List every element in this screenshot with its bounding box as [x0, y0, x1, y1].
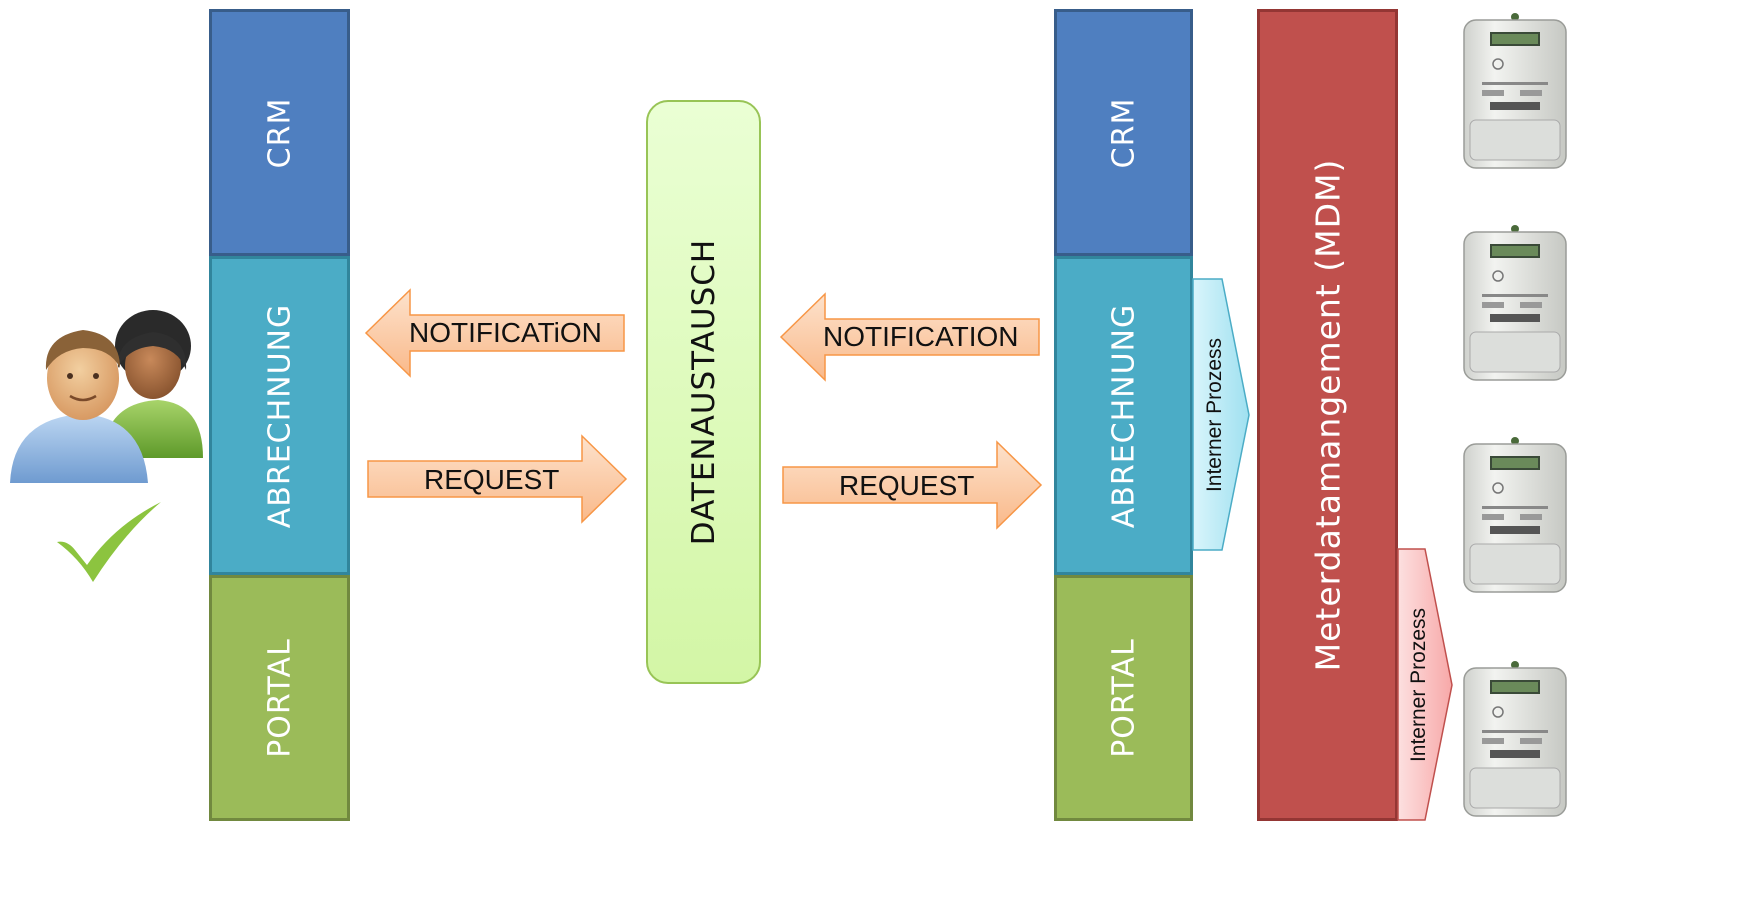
right-notification-arrow [779, 292, 1040, 382]
left-notification-arrow [364, 288, 625, 378]
internal-process-box-1: Interner Prozess [1192, 278, 1238, 552]
data-exchange-label: DATENAUSTAUSCH [685, 238, 722, 546]
mdm-block: Meterdatamangement (MDM) [1257, 9, 1398, 821]
electricity-meter-icon [1463, 13, 1567, 169]
electricity-meter-icon [1463, 225, 1567, 381]
left-crm-label: CRM [262, 97, 297, 168]
right-portal-block: PORTAL [1054, 575, 1193, 821]
left-portal-label: PORTAL [262, 638, 297, 758]
right-portal-label: PORTAL [1106, 638, 1141, 758]
mdm-label: Meterdatamangement (MDM) [1308, 158, 1347, 672]
left-request-label: REQUEST [424, 464, 560, 495]
data-exchange-box: DATENAUSTAUSCH [646, 100, 761, 684]
left-billing-block: ABRECHNUNG [209, 256, 350, 575]
electricity-meter-icon [1463, 661, 1567, 817]
internal-process-arrow-2 [1397, 548, 1453, 821]
right-crm-block: CRM [1054, 9, 1193, 256]
right-notification-label: NOTIFICATION [823, 321, 1019, 352]
left-request-arrow [367, 434, 628, 524]
internal-process-box-2: Interner Prozess [1397, 548, 1441, 822]
checkmark-icon [57, 502, 161, 582]
left-notification-label: NOTIFICATiON [409, 317, 602, 348]
internal-process-arrow-1 [1192, 278, 1250, 551]
electricity-meter-icon [1463, 437, 1567, 593]
left-billing-label: ABRECHNUNG [262, 303, 297, 528]
left-crm-block: CRM [209, 9, 350, 256]
internal-process-label-1: Interner Prozess [1203, 337, 1226, 493]
right-billing-label: ABRECHNUNG [1106, 303, 1141, 528]
left-portal-block: PORTAL [209, 575, 350, 821]
right-request-label: REQUEST [839, 470, 975, 501]
users-icon [10, 310, 203, 483]
right-billing-block: ABRECHNUNG [1054, 256, 1193, 575]
internal-process-label-2: Interner Prozess [1407, 607, 1430, 763]
right-request-arrow [782, 440, 1043, 530]
right-crm-label: CRM [1106, 97, 1141, 168]
